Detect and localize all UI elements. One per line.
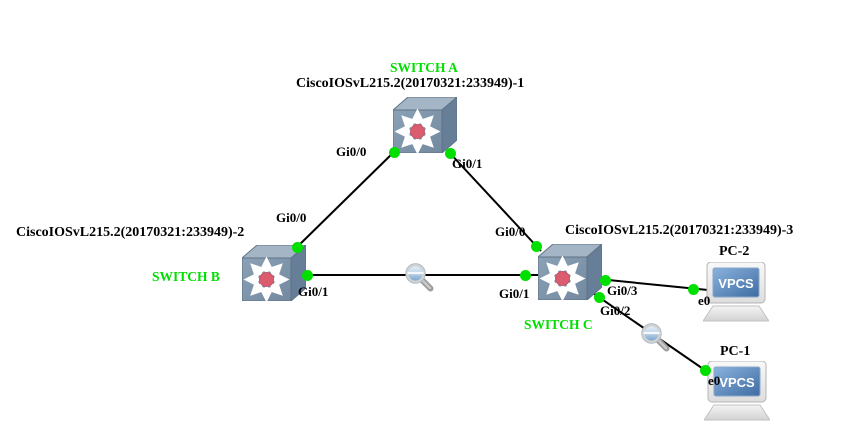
port-label-switch-a-gi0-1[interactable]: Gi0/1 bbox=[452, 156, 483, 171]
ethernet-switch-icon bbox=[536, 242, 604, 302]
magnifier-icon bbox=[405, 263, 434, 292]
annotation-switch-a[interactable]: SWITCH A bbox=[390, 60, 458, 75]
link-switch-a-switch-b[interactable] bbox=[292, 147, 399, 252]
annotation-switch-c[interactable]: SWITCH C bbox=[524, 317, 593, 332]
vpcs-screen-text: VPCS bbox=[719, 375, 755, 390]
port-label-pc-1-e0[interactable]: e0 bbox=[708, 373, 721, 388]
link-status-dot bbox=[302, 270, 313, 281]
port-label-pc-2-e0[interactable]: e0 bbox=[698, 293, 711, 308]
hostname-switch-b[interactable]: CiscoIOSvL215.2(20170321:233949)-2 bbox=[16, 225, 245, 240]
link-status-dot bbox=[292, 242, 303, 253]
link-status-dot bbox=[600, 275, 611, 286]
link-switch-a-switch-c[interactable] bbox=[446, 149, 542, 252]
magnifier-icon bbox=[641, 323, 670, 352]
ethernet-switch-icon bbox=[391, 95, 459, 155]
port-label-switch-c-gi0-3[interactable]: Gi0/3 bbox=[607, 283, 638, 298]
link-status-dot bbox=[688, 284, 699, 295]
port-label-switch-c-gi0-1[interactable]: Gi0/1 bbox=[499, 286, 530, 301]
port-label-switch-b-gi0-1[interactable]: Gi0/1 bbox=[298, 284, 329, 299]
node-pc-1[interactable]: VPCS bbox=[703, 360, 771, 426]
link-status-dot bbox=[594, 292, 605, 303]
vpcs-icon: VPCS bbox=[703, 360, 771, 421]
link-status-dot bbox=[520, 270, 531, 281]
packet-capture-icon[interactable] bbox=[640, 322, 672, 354]
hostname-switch-c[interactable]: CiscoIOSvL215.2(20170321:233949)-3 bbox=[565, 223, 794, 238]
vpcs-screen-text: VPCS bbox=[718, 276, 754, 291]
vpcs-icon: VPCS bbox=[702, 261, 770, 322]
hostname-pc-2[interactable]: PC-2 bbox=[719, 244, 750, 259]
hostname-pc-1[interactable]: PC-1 bbox=[720, 344, 751, 359]
link-status-dot bbox=[445, 148, 456, 159]
ethernet-switch-icon bbox=[240, 243, 308, 303]
node-switch-a[interactable] bbox=[391, 95, 459, 158]
node-switch-b[interactable] bbox=[240, 243, 308, 306]
node-pc-2[interactable]: VPCS bbox=[702, 261, 770, 327]
port-label-switch-c-gi0-0[interactable]: Gi0/0 bbox=[495, 224, 526, 239]
port-label-switch-c-gi0-2[interactable]: Gi0/2 bbox=[600, 303, 631, 318]
link-status-dot bbox=[700, 365, 711, 376]
node-switch-c[interactable] bbox=[536, 242, 604, 305]
port-label-switch-b-gi0-0[interactable]: Gi0/0 bbox=[276, 210, 307, 225]
hostname-switch-a[interactable]: CiscoIOSvL215.2(20170321:233949)-1 bbox=[296, 76, 525, 91]
packet-capture-icon[interactable] bbox=[404, 262, 436, 294]
port-label-switch-a-gi0-0[interactable]: Gi0/0 bbox=[336, 144, 367, 159]
link-status-dot bbox=[389, 147, 400, 158]
annotation-switch-b[interactable]: SWITCH B bbox=[152, 269, 220, 284]
link-status-dot bbox=[531, 241, 542, 252]
